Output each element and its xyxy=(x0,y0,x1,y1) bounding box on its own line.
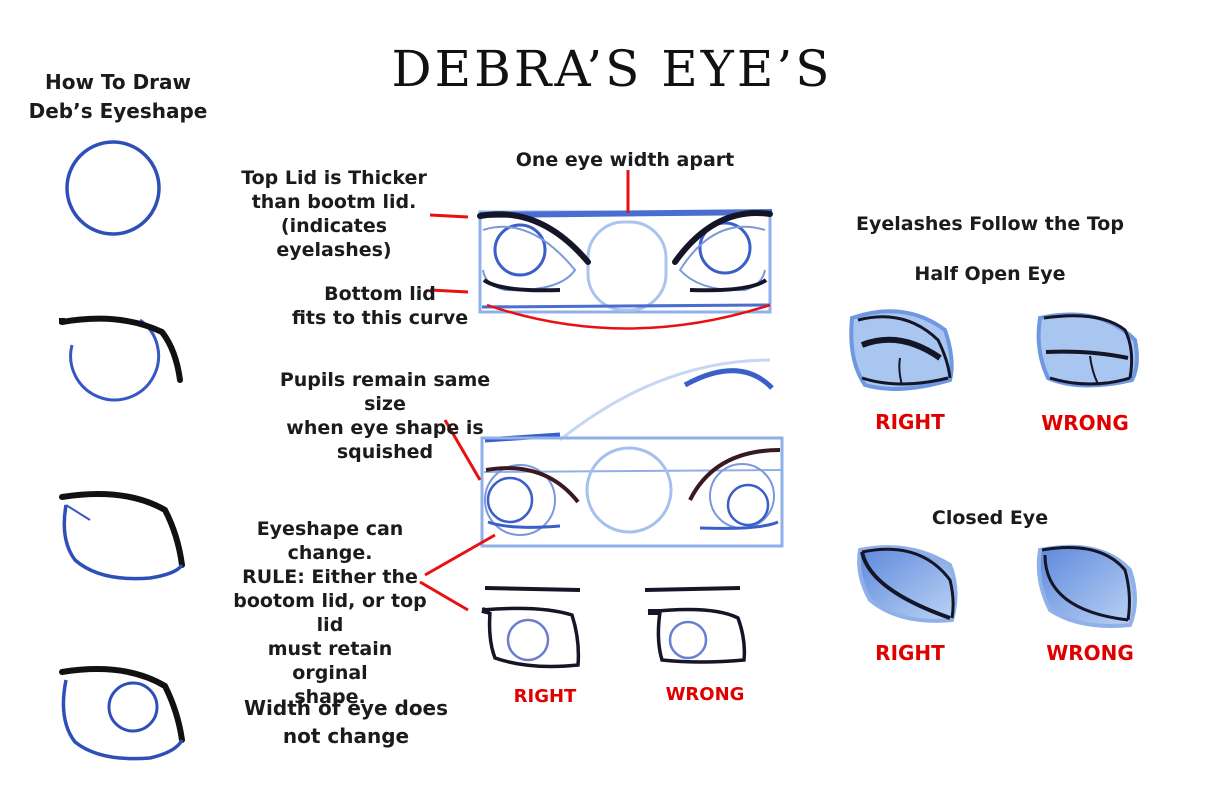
eyelashes-heading: Eyelashes Follow the Top xyxy=(856,213,1124,235)
bottom-lid-note: Bottom lid fits to this curve xyxy=(280,282,480,330)
example-wrong-eye xyxy=(644,586,747,664)
eye-width-apart-note: One eye width apart xyxy=(515,149,735,171)
closed-wrong-eye xyxy=(1036,544,1137,628)
eyeshape-line-4: bootom lid, or top lid xyxy=(233,590,427,636)
bottom-lid-line-1: Bottom lid xyxy=(324,283,436,305)
closed-wrong-label: WRONG xyxy=(1046,641,1134,665)
step-2-lid xyxy=(59,315,183,402)
right-label-center: RIGHT xyxy=(513,686,577,707)
construction-middle xyxy=(419,358,784,612)
half-open-heading: Half Open Eye xyxy=(914,263,1066,285)
eyeshape-line-5: must retain orginal xyxy=(267,638,393,684)
width-line-2: not change xyxy=(282,724,410,748)
top-lid-line-1: Top Lid is Thicker xyxy=(241,167,427,189)
closed-right-eye xyxy=(857,545,958,623)
closed-heading: Closed Eye xyxy=(931,507,1049,529)
eyeshape-line-6: shape. xyxy=(294,686,366,708)
eyeshape-line-3: RULE: Either the xyxy=(242,566,418,588)
width-note: Width of eye does not change xyxy=(236,694,456,750)
page-title: DEBRA’S EYE’S xyxy=(391,40,833,98)
step-4-pupil xyxy=(59,666,185,761)
wrong-label-center: WRONG xyxy=(665,684,745,705)
half-open-right-eye xyxy=(849,309,954,391)
width-line-1: Width of eye does xyxy=(243,696,449,720)
step-1-circle xyxy=(65,140,161,236)
half-open-wrong-eye xyxy=(1036,312,1139,388)
how-to-line-1: How To Draw xyxy=(44,70,192,94)
top-lid-line-2: than bootm lid. xyxy=(251,191,417,213)
pupils-line-2: when eye shape is xyxy=(286,417,484,439)
eyeshape-line-2: change. xyxy=(287,542,373,564)
top-lid-note: Top Lid is Thicker than bootm lid. (indi… xyxy=(222,166,446,262)
how-to-line-2: Deb’s Eyeshape xyxy=(28,99,208,123)
closed-right-label: RIGHT xyxy=(875,641,945,665)
step-3-shape xyxy=(59,491,185,581)
construction-top xyxy=(429,170,773,330)
bottom-lid-line-2: fits to this curve xyxy=(291,307,469,329)
pupils-note: Pupils remain same size when eye shape i… xyxy=(260,368,510,464)
pupils-line-1: Pupils remain same size xyxy=(279,369,491,415)
pupils-line-3: squished xyxy=(336,441,434,463)
eyeshape-rule-note: Eyeshape can change. RULE: Either the bo… xyxy=(230,517,430,709)
how-to-heading: How To Draw Deb’s Eyeshape xyxy=(18,68,218,126)
top-lid-line-3: (indicates eyelashes) xyxy=(276,215,392,261)
example-right-eye xyxy=(481,586,581,669)
half-open-wrong-label: WRONG xyxy=(1041,411,1129,435)
half-open-right-label: RIGHT xyxy=(875,410,945,434)
eyeshape-line-1: Eyeshape can xyxy=(256,518,404,540)
